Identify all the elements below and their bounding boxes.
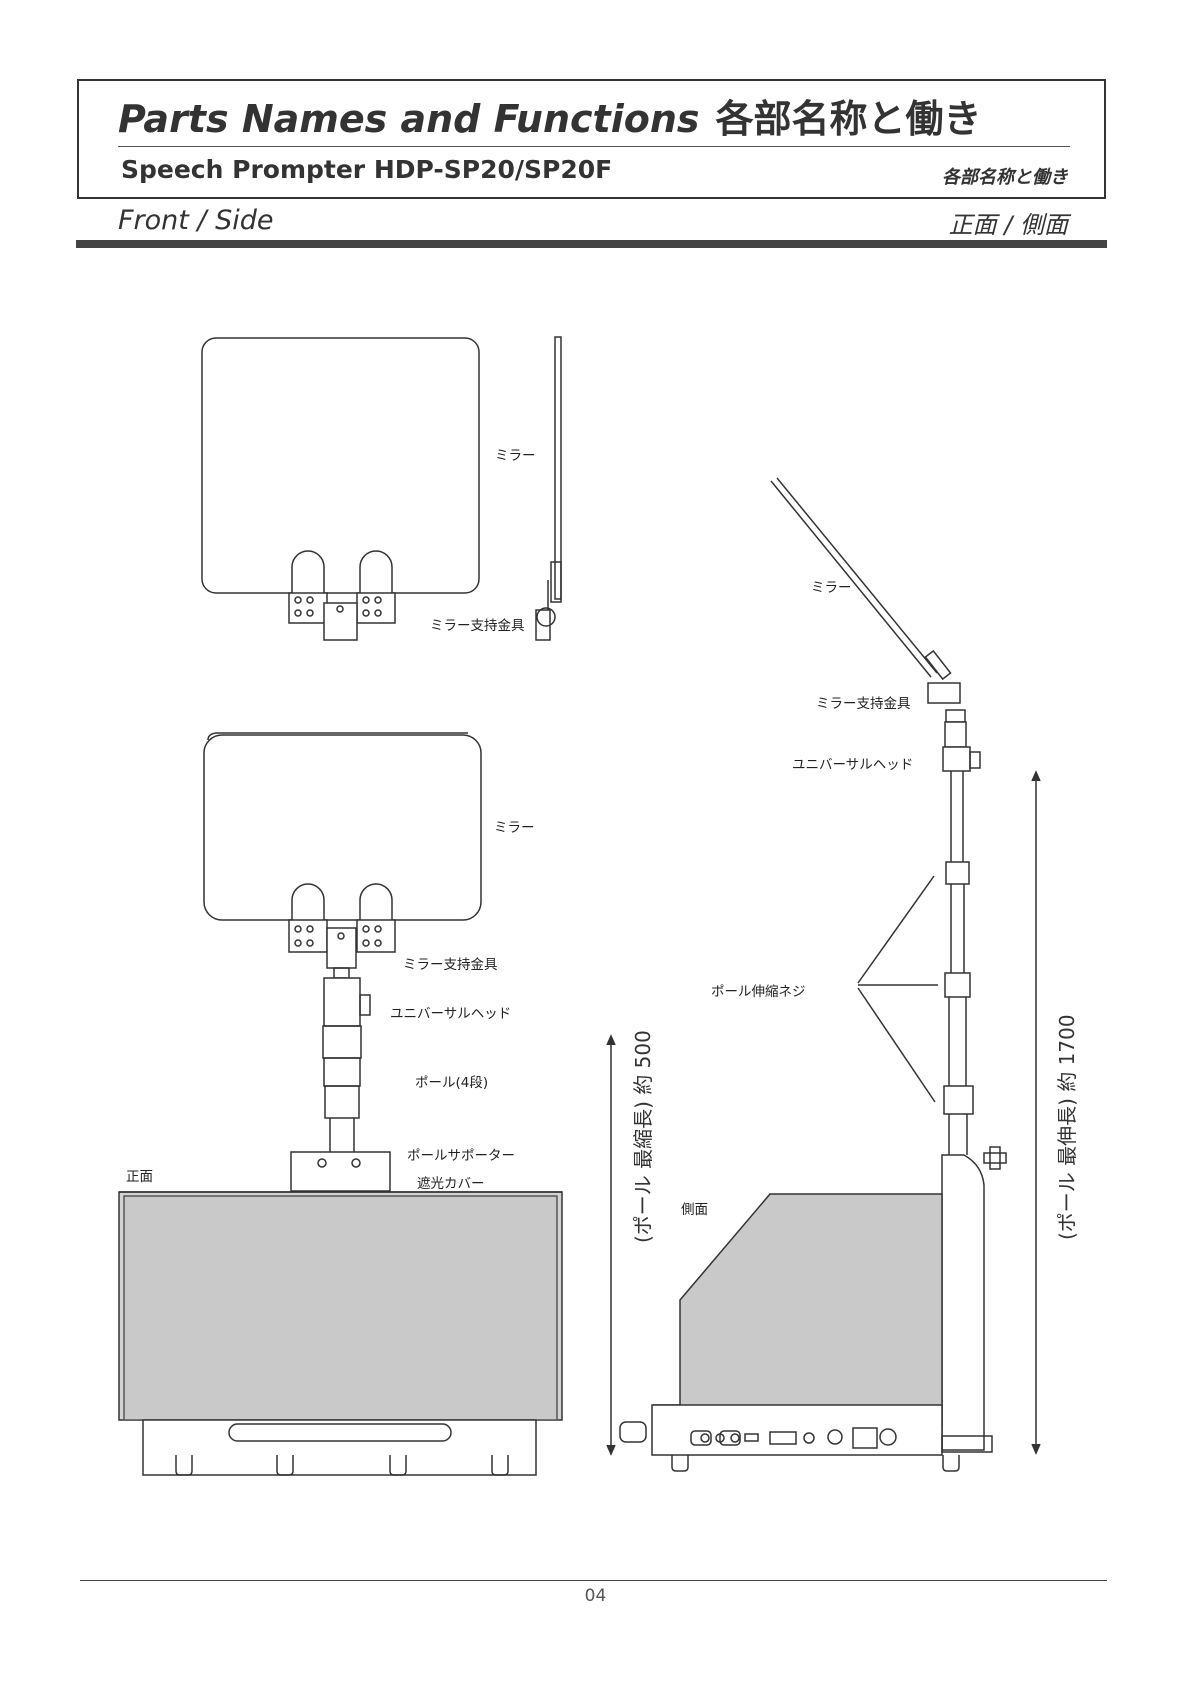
side-view-drawing [620, 478, 1006, 1471]
dimension-min-length: (ポール 最縮長) 約 500 [627, 1030, 656, 1243]
dimension-arrow-min [607, 1036, 615, 1454]
mirror-side-top-drawing [536, 337, 561, 640]
front-view-drawing [119, 733, 562, 1475]
label-pole-screw: ポール伸縮ネジ [711, 980, 806, 1000]
label-mirror-support-top: ミラー支持金具 [430, 614, 525, 634]
footer-rule [80, 1580, 1107, 1581]
label-mirror-support-side: ミラー支持金具 [816, 692, 911, 712]
label-side: 側面 [681, 1198, 708, 1218]
label-mirror-support-front: ミラー支持金具 [403, 953, 498, 973]
dimension-arrow-max [1032, 772, 1040, 1453]
label-pole-4: ポール(4段) [415, 1071, 488, 1091]
mirror-front-top-drawing [202, 338, 479, 640]
label-universal-head-side: ユニバーサルヘッド [792, 753, 913, 773]
label-universal-head-front: ユニバーサルヘッド [390, 1002, 511, 1022]
label-mirror-side: ミラー [811, 576, 852, 596]
dimension-max-length: (ポール 最伸長) 約 1700 [1051, 1014, 1080, 1240]
page-number: 04 [0, 1586, 1191, 1606]
label-mirror-front: ミラー [494, 816, 535, 836]
label-front: 正面 [126, 1165, 153, 1185]
label-pole-supporter: ポールサポーター [407, 1144, 515, 1164]
label-mirror-top: ミラー [495, 444, 536, 464]
label-light-cover: 遮光カバー [417, 1172, 485, 1192]
